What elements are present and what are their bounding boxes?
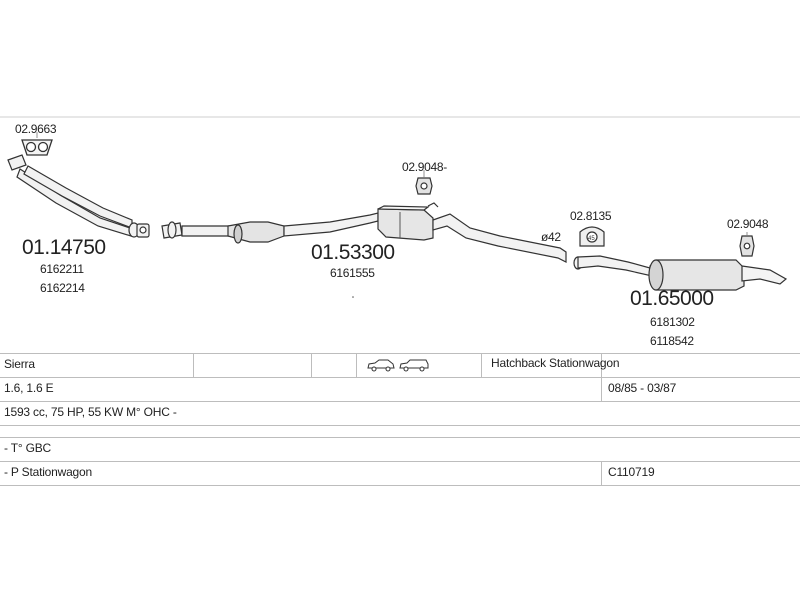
stationwagon-car-icon <box>398 358 430 377</box>
table-col-divider <box>601 353 602 401</box>
table-col-divider <box>601 461 602 485</box>
table-col-divider <box>193 353 194 377</box>
part-ref-6161555: 6161555 <box>330 266 375 280</box>
part-ref-6118542: 6118542 <box>650 334 694 348</box>
clamp-02-8135: 45 <box>579 226 605 247</box>
hatchback-car-icon <box>366 358 396 377</box>
table-rule <box>0 437 800 438</box>
table-col-divider <box>356 353 357 377</box>
gasket-02-9663 <box>21 132 53 156</box>
table-rule <box>0 425 800 426</box>
part-ref-6162211: 6162211 <box>40 262 84 276</box>
middle-silencer-01-53300 <box>377 202 567 263</box>
part-code-01-14750: 01.14750 <box>22 236 106 259</box>
part-code-01-65000: 01.65000 <box>630 287 714 310</box>
vehicle-model: Sierra <box>4 357 35 371</box>
pipe-diameter-42: ø42 <box>541 230 561 244</box>
rear-silencer-01-65000 <box>573 255 788 291</box>
table-rule <box>0 401 800 402</box>
exhaust-system-diagram: 45 02.9663 01.14750 6162211 6162214 02.9… <box>0 116 800 348</box>
stray-mark <box>352 296 354 298</box>
table-rule <box>0 485 800 486</box>
part-ref-6162214: 6162214 <box>40 281 85 295</box>
exhaust-drawing: 45 <box>0 116 800 298</box>
hanger-02-9048-left <box>415 170 433 195</box>
part-code-02-9048-right: 02.9048 <box>727 217 769 231</box>
vehicle-body-type: Hatchback Stationwagon <box>491 356 620 370</box>
vehicle-note-2: - P Stationwagon <box>4 465 92 479</box>
vehicle-period: 08/85 - 03/87 <box>608 381 677 395</box>
part-code-02-8135: 02.8135 <box>570 209 612 223</box>
vehicle-spec: 1593 cc, 75 HP, 55 KW M° OHC - <box>4 405 177 419</box>
table-rule <box>0 353 800 354</box>
table-col-divider <box>481 353 482 377</box>
part-code-01-53300: 01.53300 <box>311 241 395 264</box>
catalog-number: C110719 <box>608 465 655 479</box>
centre-pipe <box>161 212 379 244</box>
part-code-02-9663: 02.9663 <box>15 122 57 136</box>
table-rule <box>0 461 800 462</box>
vehicle-note-1: - T° GBC <box>4 441 51 455</box>
table-rule <box>0 377 800 378</box>
hanger-02-9048-right <box>739 232 755 257</box>
vehicle-engine: 1.6, 1.6 E <box>4 381 54 395</box>
svg-text:45: 45 <box>588 236 595 242</box>
table-col-divider <box>311 353 312 377</box>
part-ref-6181302: 6181302 <box>650 315 695 329</box>
part-code-02-9048-left: 02.9048- <box>402 160 447 174</box>
front-pipe-01-14750 <box>7 154 150 238</box>
